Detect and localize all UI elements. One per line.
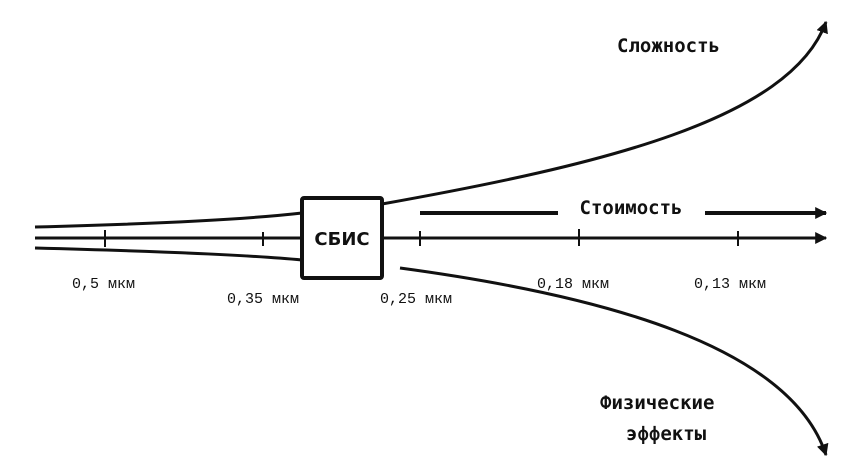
tick-label: 0,13 мкм — [694, 276, 766, 293]
complexity-curve-extension — [381, 20, 828, 206]
complexity-curve — [34, 211, 303, 229]
chip-box — [300, 196, 384, 280]
complexity-label: Сложность — [617, 35, 720, 57]
cost-label: Стоимость — [580, 197, 683, 219]
physical-effects-label-line2: эффекты — [626, 423, 707, 445]
chip-box-label: СБИС — [314, 229, 369, 250]
physical-effects-label-line1: Физические — [600, 392, 714, 414]
tick-label: 0,18 мкм — [537, 276, 609, 293]
tick-label: 0,35 мкм — [227, 291, 299, 308]
physical-effects-curve-extension — [399, 266, 829, 457]
physical-effects-curve — [34, 246, 303, 262]
tick-label: 0,5 мкм — [72, 276, 135, 293]
tick-label: 0,25 мкм — [380, 291, 452, 308]
